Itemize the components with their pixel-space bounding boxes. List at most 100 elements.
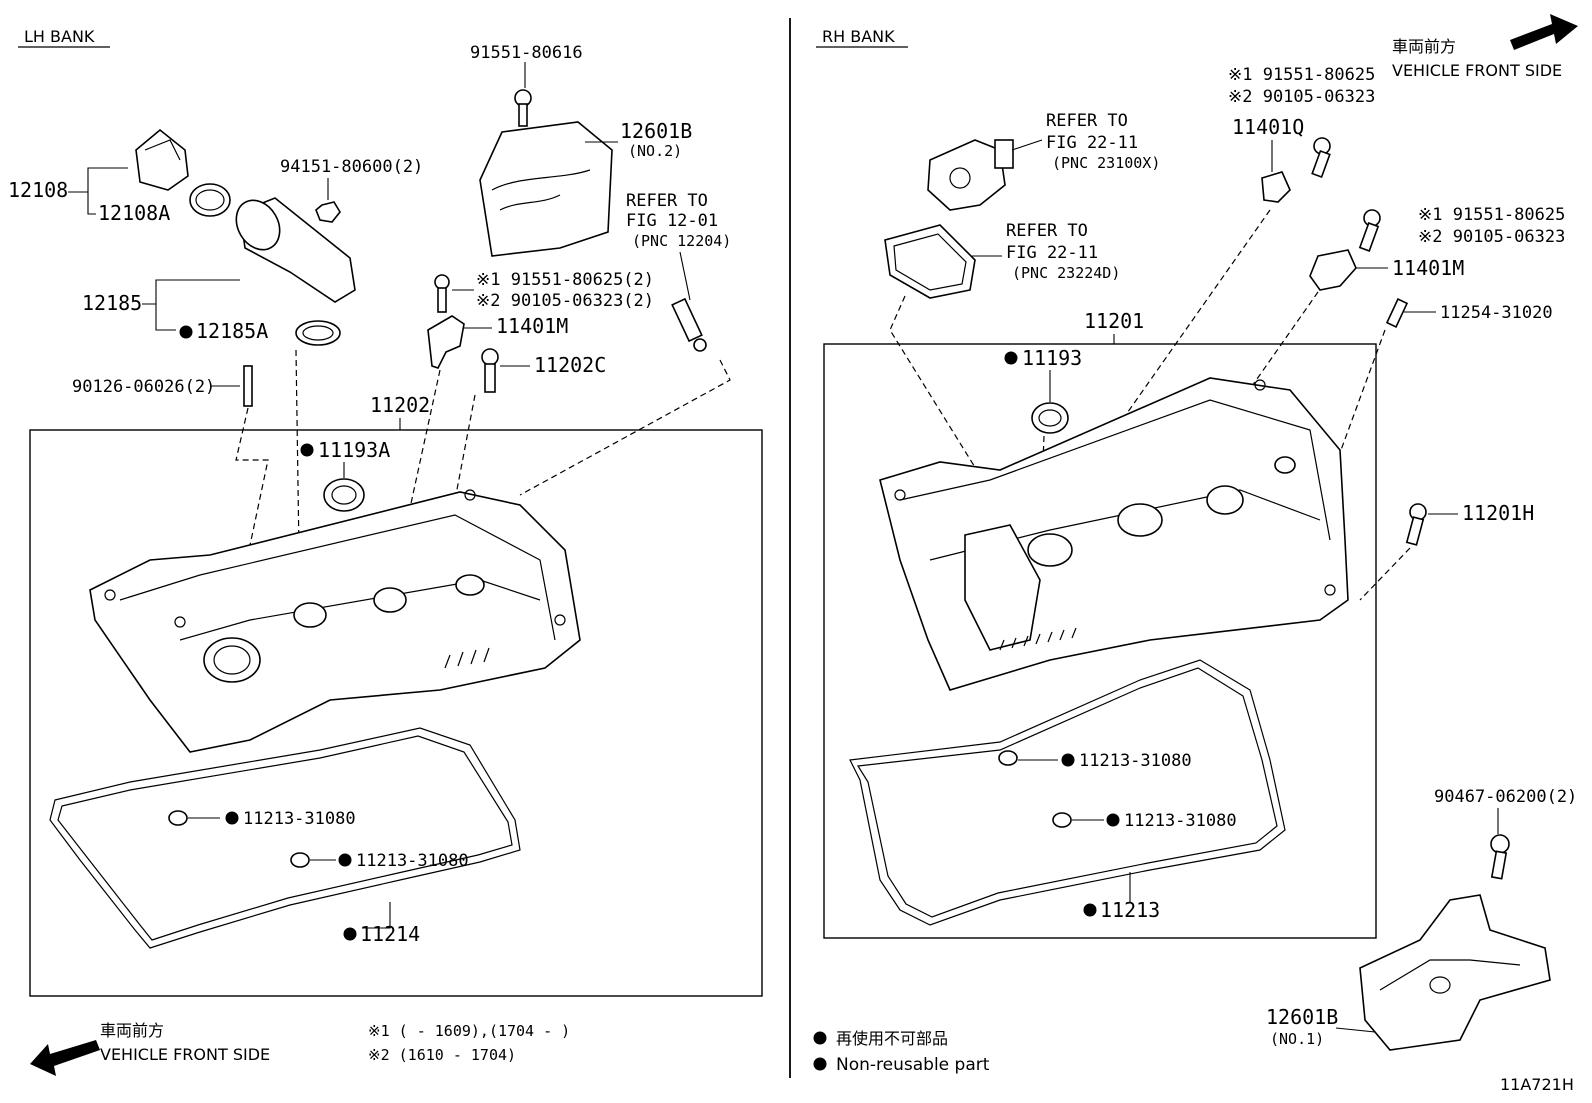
label-11201h: 11201H [1462, 501, 1534, 525]
rh-bank: RH BANK 車両前方 VEHICLE FRONT SIDE ※1 91551… [813, 14, 1578, 1094]
label-refer-2211b-l2: FIG 22-11 [1006, 243, 1098, 263]
label-rh-11213-a: 11213-31080 [1079, 751, 1192, 771]
label-lh-11401m: 11401M [496, 314, 568, 338]
oil-filler-cap-icon [135, 128, 189, 191]
fuel-pump-icon [927, 139, 1014, 211]
label-rh-bolt-note1-mid: ※1 91551-80625 [1418, 205, 1565, 225]
plug-seal-rh-icon [1031, 402, 1069, 434]
label-11201: 11201 [1084, 309, 1144, 333]
pump-gasket-icon [884, 224, 976, 299]
non-reusable-dot-icon [179, 325, 193, 339]
bolt-91551-80616-icon [514, 89, 532, 127]
legend-en: Non-reusable part [836, 1055, 990, 1075]
front-side-bottom: 車両前方 VEHICLE FRONT SIDE [30, 1021, 270, 1076]
non-reusable-dot-icon [225, 811, 239, 825]
rh-bank-title: RH BANK [822, 27, 895, 46]
label-lh-bolt-note2: ※2 90105-06323(2) [476, 291, 654, 311]
label-11202c: 11202C [534, 353, 606, 377]
label-lh-bolt-note1: ※1 91551-80625(2) [476, 270, 654, 290]
label-refer-2211a-l3: (PNC 23100X) [1052, 154, 1160, 172]
tube-gasket-icon [295, 320, 341, 346]
label-refer-1201-l3: (PNC 12204) [632, 232, 731, 250]
grommet-lh-a-icon [168, 810, 220, 826]
non-reusable-dot-icon [1004, 351, 1018, 365]
label-lh-11213-b: 11213-31080 [356, 851, 469, 871]
label-refer-2211a-l1: REFER TO [1046, 111, 1128, 131]
non-reusable-dot-icon [1061, 753, 1075, 767]
label-11202: 11202 [370, 393, 430, 417]
non-reusable-dot-icon [343, 927, 357, 941]
cam-sensor-rh-icon [1309, 249, 1357, 291]
grommet-rh-a-icon [998, 750, 1058, 766]
label-12601b-no2: 12601B [620, 119, 692, 143]
plug-seal-lh-icon [323, 478, 365, 512]
front-side-top-en: VEHICLE FRONT SIDE [1392, 61, 1562, 80]
note-2: ※2 (1610 - 1704) [368, 1046, 516, 1064]
stud-90126-icon [243, 365, 253, 407]
label-94151-80600: 94151-80600(2) [280, 157, 423, 177]
label-11213: 11213 [1100, 898, 1160, 922]
label-12601b-no1: 12601B [1266, 1005, 1338, 1029]
gasket-lh-icon [49, 727, 521, 949]
non-reusable-dot-icon [338, 853, 352, 867]
cam-sensor-lh-icon [427, 315, 465, 369]
lh-bank: LH BANK 91551-80616 12601B (NO.2) 12108 … [8, 27, 763, 997]
label-12185a: 12185A [196, 319, 268, 343]
valve-cover-lh-icon [89, 489, 581, 753]
note-1: ※1 ( - 1609),(1704 - ) [368, 1022, 570, 1040]
label-91551-80616: 91551-80616 [470, 43, 583, 63]
label-rh-11213-b: 11213-31080 [1124, 811, 1237, 831]
label-rh-11401m: 11401M [1392, 256, 1464, 280]
label-refer-1201-l1: REFER TO [626, 191, 708, 211]
label-refer-1201-l2: FIG 12-01 [626, 211, 718, 231]
valve-cover-rh-icon [879, 377, 1349, 691]
front-side-bottom-en: VEHICLE FRONT SIDE [100, 1045, 270, 1064]
label-12108a: 12108A [98, 201, 170, 225]
label-12108: 12108 [8, 178, 68, 202]
cap-gasket-icon [189, 183, 231, 217]
rh-cover-box [823, 343, 1377, 939]
label-90126-06026: 90126-06026(2) [72, 377, 215, 397]
label-12601b-no2-sub: (NO.2) [628, 142, 682, 160]
label-refer-2211b-l1: REFER TO [1006, 221, 1088, 241]
engine-cover-no1-icon [1359, 894, 1551, 1051]
label-refer-2211a-l2: FIG 22-11 [1046, 133, 1138, 153]
clip-90467-icon [1490, 834, 1510, 854]
oil-filler-tube-icon [235, 197, 356, 303]
label-lh-11213-a: 11213-31080 [243, 809, 356, 829]
front-arrow-right-icon [1510, 14, 1578, 50]
non-reusable-dot-icon [1106, 813, 1120, 827]
gasket-rh-icon [849, 659, 1286, 926]
grommet-rh-b-icon [1052, 812, 1104, 828]
label-refer-2211b-l3: (PNC 23224D) [1012, 264, 1120, 282]
label-11193a: 11193A [318, 438, 390, 462]
pipe-11254-icon [1385, 298, 1409, 328]
non-reusable-dot-icon [813, 1031, 827, 1045]
engine-cover-no2-icon [479, 121, 613, 257]
cam-sensor-11401q-icon [1261, 171, 1291, 203]
legend-jp: 再使用不可部品 [836, 1029, 948, 1048]
label-12601b-no1-sub: (NO.1) [1270, 1030, 1324, 1048]
label-rh-bolt-note1-top: ※1 91551-80625 [1228, 65, 1375, 85]
label-11254-31020: 11254-31020 [1440, 303, 1553, 323]
front-arrow-left-icon [30, 1040, 100, 1076]
label-rh-bolt-note2-top: ※2 90105-06323 [1228, 87, 1375, 107]
front-side-top-jp: 車両前方 [1392, 37, 1456, 56]
pcv-valve-icon [671, 297, 707, 352]
label-11401q: 11401Q [1232, 115, 1304, 139]
label-rh-bolt-note2-mid: ※2 90105-06323 [1418, 227, 1565, 247]
lh-bank-title: LH BANK [24, 27, 95, 46]
lh-cover-box [29, 429, 763, 997]
label-12185: 12185 [82, 291, 142, 315]
non-reusable-dot-icon [300, 443, 314, 457]
non-reusable-dot-icon [813, 1057, 827, 1071]
figure-id: 11A721H [1500, 1075, 1574, 1094]
label-11214: 11214 [360, 922, 420, 946]
grommet-lh-b-icon [290, 852, 336, 868]
nut-94151-icon [315, 201, 341, 223]
front-side-bottom-jp: 車両前方 [100, 1021, 164, 1040]
non-reusable-dot-icon [1083, 903, 1097, 917]
label-11193: 11193 [1022, 346, 1082, 370]
